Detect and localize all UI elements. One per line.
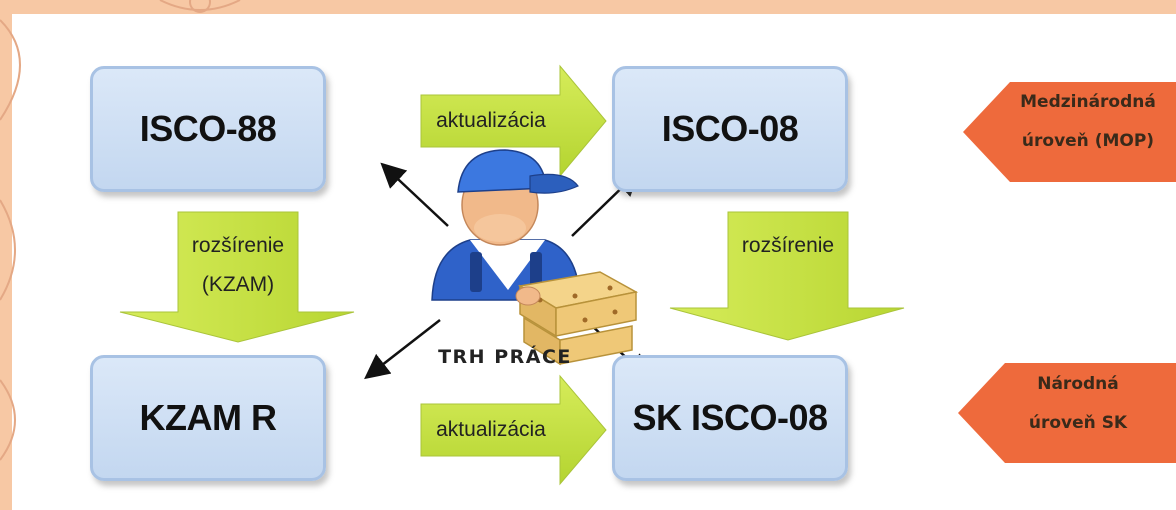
isco-88-label: ISCO-88 — [139, 108, 277, 149]
international-level-label: Medzinárodná úroveň (MOP) — [1000, 88, 1176, 156]
level-arrow-international — [963, 82, 1176, 182]
update-label-bottom: aktualizácia — [436, 418, 546, 441]
labor-market-label: TRH PRÁCE — [438, 346, 572, 368]
isco-08-label: ISCO-08 — [661, 108, 799, 149]
background-curve — [0, 19, 21, 121]
background-curve — [0, 199, 16, 301]
background-curve — [0, 379, 16, 461]
level-arrow-national — [958, 363, 1176, 463]
isco-08-box: ISCO-08 — [612, 66, 848, 192]
national-level-label: Národná úroveň SK — [990, 370, 1166, 438]
national-level-line2: úroveň SK — [1028, 413, 1128, 433]
update-arrow-top — [420, 64, 607, 178]
update-label-top: aktualizácia — [436, 109, 546, 132]
extension-label-left-line1: rozšírenie — [191, 234, 285, 257]
connector-arrow-isco88 — [380, 162, 449, 227]
extension-label-right: rozšírenie — [741, 234, 835, 257]
extension-arrow-right — [669, 211, 905, 341]
sk-isco-08-label: SK ISCO-08 — [632, 397, 828, 438]
extension-arrow-left — [119, 211, 355, 343]
national-level-line1: Národná — [1037, 374, 1119, 394]
update-arrow-bottom — [420, 374, 607, 486]
kzam-r-label: KZAM R — [139, 397, 277, 438]
sk-isco-08-box: SK ISCO-08 — [612, 355, 848, 481]
kzam-r-box: KZAM R — [90, 355, 326, 481]
background-curve — [159, 0, 241, 11]
international-level-line2: úroveň (MOP) — [1021, 131, 1155, 151]
connector-arrow-kzam — [364, 319, 441, 380]
extension-label-left-line2: (KZAM) — [201, 273, 275, 296]
isco-88-box: ISCO-88 — [90, 66, 326, 192]
international-level-line1: Medzinárodná — [1020, 92, 1156, 112]
background-circle — [189, 0, 211, 13]
extension-label-left: rozšírenie (KZAM) — [178, 232, 298, 298]
worker-with-boxes-icon — [431, 149, 639, 366]
